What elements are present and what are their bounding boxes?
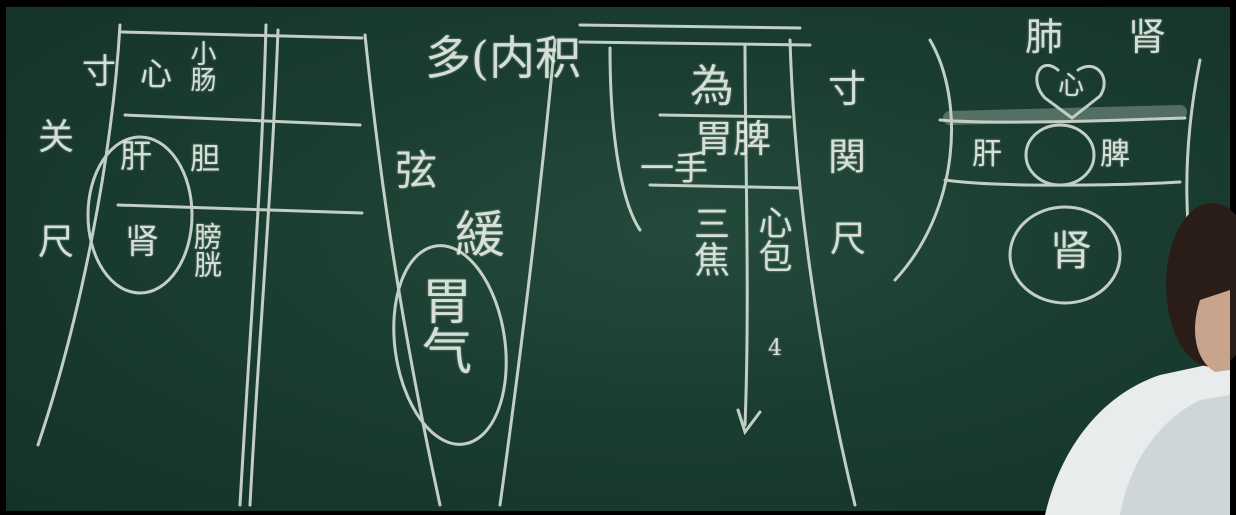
far-right-left-arc: [893, 38, 953, 282]
right-chart-outer-left: [608, 46, 642, 232]
small-intestine-label: 小肠: [186, 40, 216, 92]
kidney-top-label: 肾: [1128, 15, 1167, 59]
lecturer-shirt-shade: [1120, 395, 1230, 515]
chi-label: 尺: [38, 222, 75, 263]
smudge: [943, 105, 1187, 125]
far-right-lower-circle: [1008, 205, 1122, 305]
sanjiao-label: 三焦: [688, 205, 729, 277]
left-chart-divider-line-2: [248, 28, 280, 507]
pericardium-label: 心包: [752, 205, 792, 273]
right-chart-top-line: [578, 23, 802, 30]
left-chart-row-line: [123, 113, 362, 127]
gallbladder-label: 胆: [190, 142, 220, 177]
right-chart-row2-prefix: 一手: [640, 149, 708, 189]
liver-label: 肝: [120, 137, 153, 175]
middle-top-note: 多(内积: [425, 31, 581, 85]
heart-label: 心: [140, 55, 173, 93]
far-right-kidney-label: 肾: [1050, 226, 1093, 275]
right-chart-outer-right: [788, 38, 857, 507]
right-chart-top-char: 為: [690, 61, 734, 112]
middle-left-line: [498, 38, 557, 507]
far-right-row-line-2: [943, 178, 1182, 187]
lung-label: 肺: [1025, 15, 1064, 59]
right-chart-bottom-mark: 4: [768, 336, 782, 361]
left-chart-divider-line: [238, 23, 268, 507]
right-chart-row-line: [648, 183, 802, 190]
right-chi-label: 尺: [830, 219, 867, 260]
heart-shape: [1035, 63, 1106, 120]
far-right-row-line: [938, 116, 1187, 124]
guan-label: 关: [38, 117, 75, 158]
xian-note: 弦: [395, 146, 438, 195]
left-chart-row-line: [116, 203, 364, 215]
heart-in-circle-label: 心: [1058, 71, 1085, 101]
downward-arrow: [736, 408, 762, 436]
right-chart-divider: [743, 43, 749, 427]
right-guan-label: 関: [828, 135, 867, 179]
left-chart-row-line: [120, 30, 364, 40]
huan-note: 緩: [455, 206, 505, 264]
lecturer-face: [1195, 290, 1230, 372]
cun-label: 寸: [82, 52, 116, 92]
kidney-label: 肾: [125, 222, 159, 262]
far-right-liver-label: 肝: [972, 137, 1002, 172]
left-chart-circle: [86, 135, 194, 295]
chalkboard: [6, 7, 1230, 511]
bladder-label: 膀胱: [190, 222, 223, 278]
stomach-qi-note: 胃气: [414, 275, 472, 375]
right-chart-top-line-2: [578, 40, 812, 47]
left-chart-right-line: [363, 33, 442, 507]
right-cun-label: 寸: [828, 67, 867, 111]
stomach-spleen-label: 胃脾: [695, 117, 772, 161]
right-chart-row-line: [658, 113, 792, 119]
stomach-qi-circle: [392, 244, 508, 446]
far-right-spleen-label: 脾: [1100, 137, 1130, 172]
